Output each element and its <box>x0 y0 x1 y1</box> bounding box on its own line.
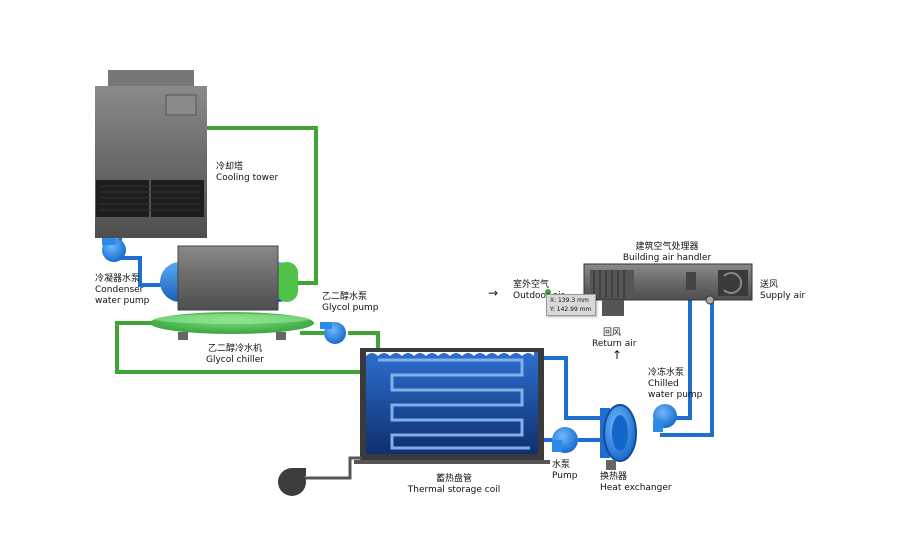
thermal-storage-tank <box>354 348 550 464</box>
heat-exchanger <box>600 404 637 470</box>
blower-fan <box>278 468 306 496</box>
building-air-handler <box>583 263 753 316</box>
return-air-arrow: ↑ <box>612 348 623 362</box>
chilled-water-pump <box>653 404 677 432</box>
tooltip-x: X: 139.3 mm <box>550 297 589 304</box>
sensor-marker <box>545 289 551 295</box>
storage-pump <box>552 427 578 453</box>
outdoor-air-arrow: → <box>488 286 499 300</box>
coordinate-tooltip: X: 139.3 mm Y: 142.99 mm <box>546 294 596 316</box>
condenser-water-pump <box>102 238 126 262</box>
cooling-tower <box>95 70 207 238</box>
drain-line <box>300 456 362 480</box>
glycol-pump <box>320 322 346 344</box>
tooltip-y: Y: 142.99 mm <box>550 306 592 313</box>
glycol-chiller <box>150 245 314 340</box>
